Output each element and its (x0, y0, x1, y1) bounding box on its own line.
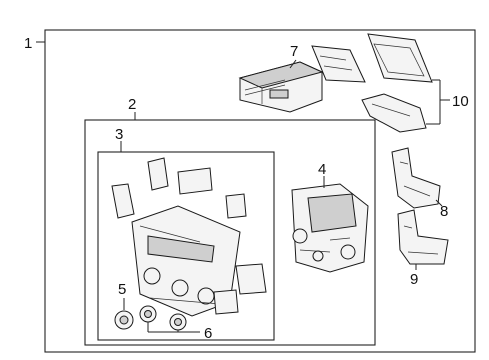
bracket-lower (397, 209, 449, 265)
audio-bezel-panel (291, 183, 369, 273)
callout-2: 2 (128, 96, 136, 113)
callout-7: 7 (290, 43, 298, 60)
leader-6 (147, 322, 200, 333)
outer-frame (44, 29, 476, 353)
group-frame-2 (84, 119, 376, 346)
callout-8: 8 (440, 203, 448, 220)
climate-control-assembly (131, 205, 241, 317)
callout-9: 9 (410, 271, 418, 288)
callout-6: 6 (204, 325, 212, 342)
leader-10 (426, 79, 450, 125)
knob-set (139, 305, 187, 331)
callout-1: 1 (24, 35, 32, 52)
small-switch-parts (111, 157, 267, 315)
group-frame-3 (97, 151, 275, 341)
callout-4: 4 (318, 161, 326, 178)
callout-3: 3 (115, 126, 123, 143)
leader-8 (435, 199, 443, 207)
leader-7 (289, 59, 297, 69)
radio-unit (238, 61, 324, 113)
knob (114, 310, 134, 330)
mounting-brackets (311, 33, 433, 133)
bracket-upper (391, 147, 441, 209)
callout-5: 5 (118, 281, 126, 298)
callout-10: 10 (452, 93, 469, 110)
